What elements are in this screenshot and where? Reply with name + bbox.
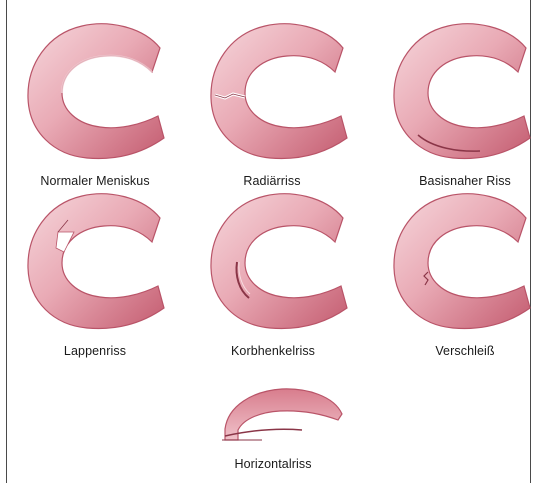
label-lappen: Lappenriss [5,344,185,358]
label-korbhenkel: Korbhenkelriss [183,344,363,358]
meniscus-horizontal-tear [222,389,342,440]
label-horizontal: Horizontalriss [183,457,363,471]
label-verschleiss: Verschleiß [375,344,541,358]
label-radial: Radiärriss [182,174,362,188]
meniscus-verschleiss [394,194,530,329]
meniscus-radial-tear [211,24,347,159]
meniscus-basisnah-tear [394,24,530,159]
meniscus-lappen-tear [28,194,164,329]
label-normal: Normaler Meniskus [5,174,185,188]
meniscus-normal [28,24,164,159]
label-basisnah: Basisnaher Riss [375,174,541,188]
meniscus-korbhenkel-tear [211,194,347,329]
